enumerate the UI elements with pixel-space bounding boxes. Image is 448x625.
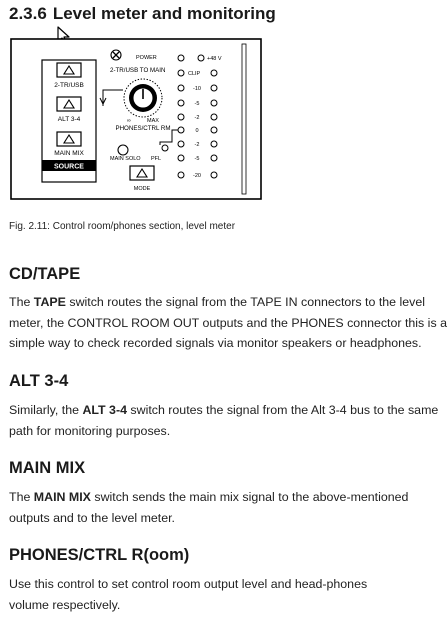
panel-edge — [241, 43, 247, 195]
paragraph-alt-34: Similarly, the ALT 3-4 switch routes the… — [9, 403, 439, 438]
heading-cd-tape: CD/TAPE — [9, 265, 81, 283]
source-label-main-mix: MAIN MIX — [54, 150, 84, 157]
power-led — [177, 54, 185, 62]
bold-term-tape: TAPE — [33, 295, 66, 309]
pfl-label: PFL — [151, 156, 161, 162]
meter-label-2: -2 — [195, 115, 200, 121]
source-label-alt34: ALT 3-4 — [58, 116, 81, 123]
source-label-2tr-usb: 2-TR/USB — [54, 82, 84, 89]
heading-phones-ctrl: PHONES/CTRL R(oom) — [9, 546, 190, 564]
phantom-label: +48 V — [207, 56, 222, 62]
phantom-led — [197, 54, 205, 62]
source-button-2tr-usb[interactable] — [56, 62, 82, 78]
section-title: Level meter and monitoring — [52, 4, 276, 23]
control-room-figure: 2-TR/USB ALT 3-4 MAIN MIX SOURCE POWER +… — [10, 38, 262, 200]
pfl-led — [161, 144, 169, 152]
paragraph-phones-ctrl: Use this control to set control room out… — [9, 577, 368, 612]
triangle-icon — [63, 98, 75, 109]
meter-label-minus20: -20 — [193, 173, 201, 179]
phones-ctrl-rm-knob[interactable] — [123, 78, 163, 118]
source-group-frame — [41, 59, 97, 183]
bold-term-alt34: ALT 3-4 — [82, 403, 127, 417]
meter-label-0: 0 — [195, 128, 198, 134]
section-number: 2.3.6 — [9, 4, 47, 23]
knob-max-label: MAX — [147, 118, 159, 124]
source-button-main-mix[interactable] — [56, 131, 82, 147]
section-heading: 2.3.6 Level meter and monitoring — [9, 4, 276, 24]
paragraph-cd-tape: The TAPE switch routes the signal from t… — [9, 295, 447, 350]
close-icon — [110, 49, 122, 61]
meter-label-10: -10 — [193, 86, 201, 92]
arrow-icon — [99, 97, 107, 106]
knob-min-label: ∞ — [127, 118, 131, 124]
mode-label: MODE — [134, 186, 151, 192]
level-meter: CLIP -10 -5 -2 0 -2 -5 -20 — [177, 69, 218, 179]
source-button-alt34[interactable] — [56, 96, 82, 112]
source-bar — [42, 160, 96, 171]
meter-label-minus2: -2 — [195, 142, 200, 148]
knob-caption: PHONES/CTRL RM — [115, 125, 170, 132]
heading-alt-34: ALT 3-4 — [9, 372, 69, 390]
triangle-icon — [63, 64, 75, 75]
power-label: POWER — [136, 55, 157, 61]
paragraph-main-mix: The MAIN MIX switch sends the main mix s… — [9, 490, 409, 525]
meter-label-minus5: -5 — [195, 156, 200, 162]
meter-label-clip: CLIP — [188, 71, 201, 77]
source-label: SOURCE — [54, 164, 84, 171]
knob-label: 2-TR/USB TO MAIN — [110, 67, 165, 74]
figure-caption: Fig. 2.11: Control room/phones section, … — [9, 221, 236, 232]
heading-main-mix: MAIN MIX — [9, 459, 86, 477]
bold-term-main-mix: MAIN MIX — [33, 490, 91, 504]
meter-label-5: -5 — [195, 101, 200, 107]
triangle-icon — [63, 133, 75, 144]
triangle-icon — [136, 167, 148, 178]
mode-button[interactable] — [129, 165, 155, 181]
main-solo-label: MAIN SOLO — [110, 156, 141, 162]
main-solo-led — [117, 144, 129, 156]
